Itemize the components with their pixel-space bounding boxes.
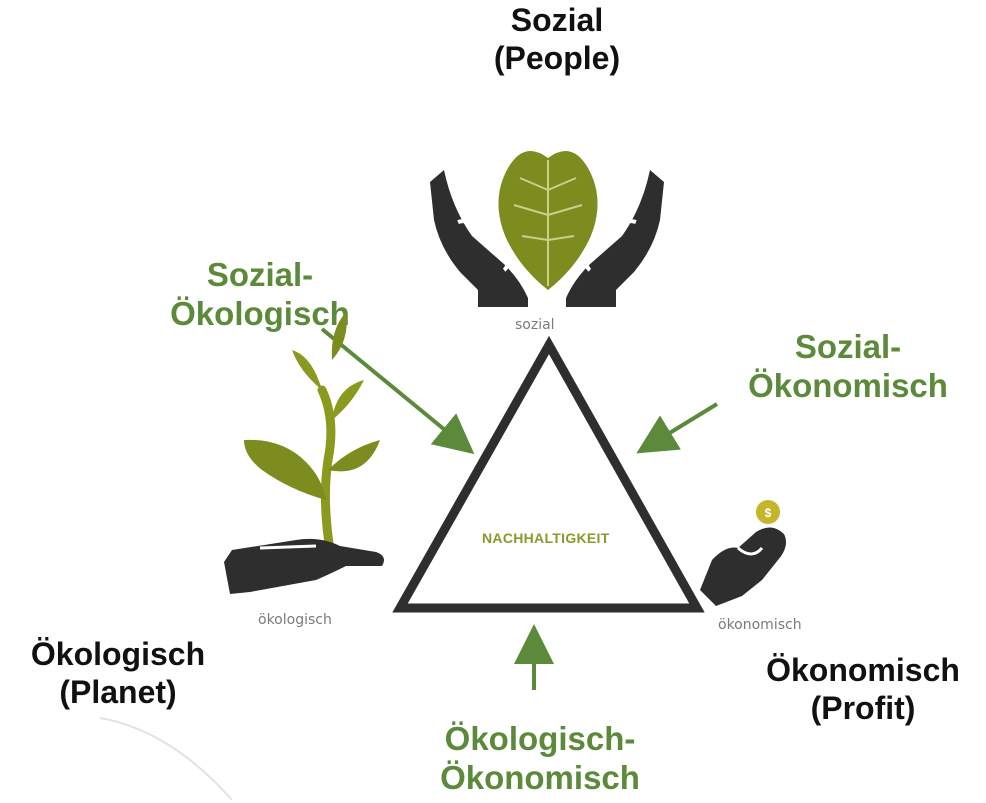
label-planet: (Planet) [59,673,177,710]
decorative-swoosh [99,717,233,801]
label-sozial-people: Sozial (People) [472,2,642,78]
label-sozial-oekonomisch: Sozial- Ökonomisch [748,328,948,404]
hand-coin-icon: $ [700,500,786,606]
label-sozial-oekologisch: Sozial- Ökologisch [170,256,350,332]
label-oekologisch: Ökologisch [30,636,206,672]
caption-sozial: sozial [515,317,555,333]
hands-heart-leaf-icon [430,150,664,307]
center-label-nachhaltigkeit: NACHHALTIGKEIT [482,530,610,546]
label-oekologisch-oekonomisch: Ökologisch- Ökonomisch [440,720,640,796]
arrow-sozial-oekologisch [320,327,475,455]
label-people: (People) [493,39,621,76]
arrow-sozial-oekonomisch [636,402,719,454]
label-oekonomisch-profit: Ökonomisch (Profit) [748,652,978,728]
label-profit: (Profit) [810,689,916,726]
hand-seedling-icon [224,312,384,594]
sustainability-triangle [392,335,705,613]
caption-oekonomisch: ökonomisch [718,617,802,633]
label-oekologisch-planet: Ökologisch (Planet) [8,636,228,712]
svg-text:$: $ [765,506,772,520]
label-oekonomisch: Ökonomisch [766,652,960,688]
label-sozial: Sozial [510,2,604,38]
caption-oekologisch: ökologisch [258,612,332,628]
